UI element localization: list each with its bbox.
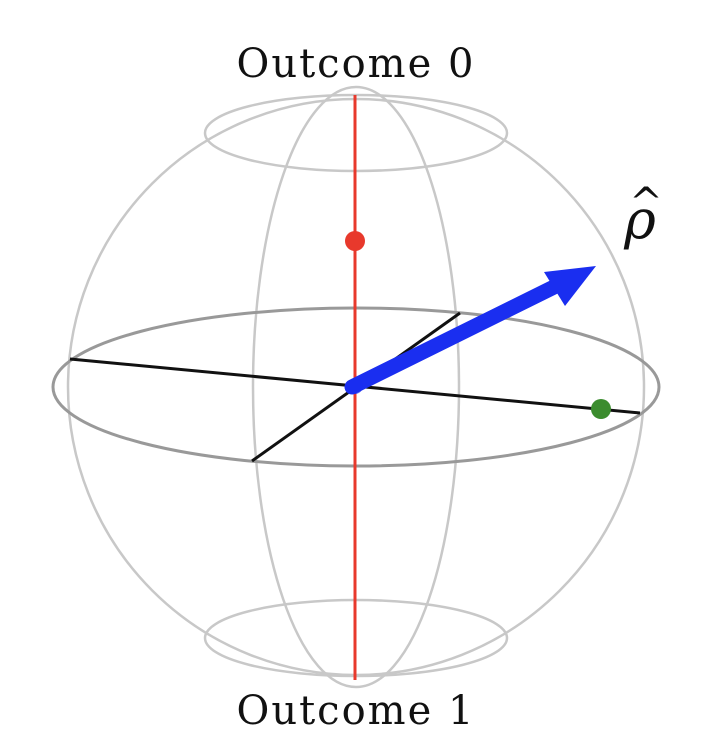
outcome-0-label: Outcome 0: [237, 41, 476, 87]
state-vector-shaft: [344, 278, 564, 395]
meridian-circle: [251, 85, 461, 689]
green-point: [591, 399, 611, 419]
origin-marker: [347, 378, 363, 394]
state-rho-label: ρ: [623, 188, 656, 251]
outcome-1-label: Outcome 1: [237, 688, 476, 734]
red-point: [345, 231, 365, 251]
state-vector-arrowhead: [544, 266, 596, 306]
state-rho-hat: ^: [629, 180, 663, 226]
